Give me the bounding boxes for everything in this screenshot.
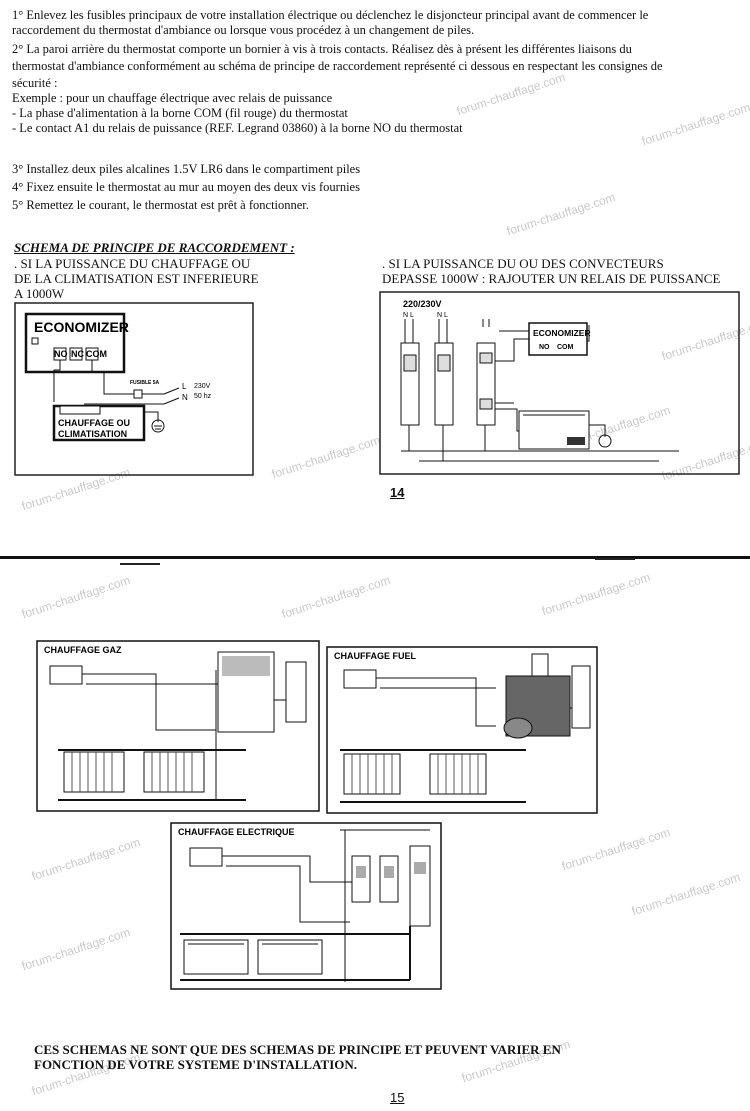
wiring-diagram-over-1000w: 220/230V N L N L ECONOMIZER NO COM bbox=[379, 291, 740, 475]
watermark: forum-chauffage.com bbox=[30, 835, 142, 884]
instructions: 1° Enlevez les fusibles principaux de vo… bbox=[12, 8, 663, 136]
watermark: forum-chauffage.com bbox=[560, 825, 672, 874]
watermark: forum-chauffage.com bbox=[20, 925, 132, 974]
ground-icon bbox=[598, 434, 612, 448]
page-separator-detail bbox=[120, 563, 160, 565]
diagram-chauffage-electrique: CHAUFFAGE ELECTRIQUE bbox=[170, 822, 442, 990]
svg-text:CHAUFFAGE GAZ: CHAUFFAGE GAZ bbox=[44, 645, 122, 655]
radiator bbox=[429, 753, 487, 795]
thermostat bbox=[189, 847, 223, 867]
watermark: forum-chauffage.com bbox=[505, 190, 617, 239]
convector bbox=[257, 939, 323, 975]
svg-text:CHAUFFAGE ELECTRIQUE: CHAUFFAGE ELECTRIQUE bbox=[178, 827, 295, 837]
watermark: forum-chauffage.com bbox=[20, 573, 132, 622]
convector bbox=[183, 939, 249, 975]
watermark: forum-chauffage.com bbox=[280, 573, 392, 622]
breaker-1 bbox=[351, 855, 371, 903]
power-relay bbox=[409, 845, 431, 927]
instruction-line: - Le contact A1 du relais de puissance (… bbox=[12, 121, 463, 135]
ground-icon bbox=[151, 419, 165, 433]
page-separator-detail bbox=[595, 558, 635, 560]
instruction-line: raccordement du thermostat d'ambiance ou… bbox=[12, 23, 475, 37]
svg-text:COM: COM bbox=[86, 349, 107, 359]
svg-text:220/230V: 220/230V bbox=[403, 299, 442, 309]
thermostat bbox=[343, 669, 377, 689]
svg-text:CLIMATISATION: CLIMATISATION bbox=[58, 429, 127, 439]
step-line: 5° Remettez le courant, le thermostat es… bbox=[12, 198, 309, 212]
radiator bbox=[343, 753, 401, 795]
economizer-box bbox=[528, 322, 588, 356]
instruction-line: 2° La paroi arrière du thermostat compor… bbox=[12, 42, 632, 56]
breaker-2 bbox=[379, 855, 399, 903]
svg-text:230V: 230V bbox=[194, 383, 211, 390]
right-case-text: . SI LA PUISSANCE DU OU DES CONVECTEURS … bbox=[382, 256, 721, 286]
instruction-line: sécurité : bbox=[12, 76, 58, 90]
instruction-line: thermostat d'ambiance conformément au sc… bbox=[12, 59, 663, 73]
instruction-line: Exemple : pour un chauffage électrique a… bbox=[12, 91, 333, 105]
svg-text:CHAUFFAGE OU: CHAUFFAGE OU bbox=[58, 418, 130, 428]
watermark: forum-chauffage.com bbox=[630, 870, 742, 919]
svg-text:FUSIBLE 5A: FUSIBLE 5A bbox=[130, 380, 160, 386]
wiring-diagram-under-1000w: ECONOMIZER NO NC COM FUSIBLE 5A L N 230V… bbox=[14, 302, 254, 476]
watermark: forum-chauffage.com bbox=[540, 570, 652, 619]
chimney bbox=[531, 653, 549, 677]
economizer-label: ECONOMIZER bbox=[34, 319, 129, 335]
svg-text:NO: NO bbox=[54, 349, 68, 359]
step-line: 4° Fixez ensuite le thermostat au mur au… bbox=[12, 180, 360, 194]
svg-text:CHAUFFAGE FUEL: CHAUFFAGE FUEL bbox=[334, 651, 417, 661]
burner bbox=[503, 717, 533, 739]
page-separator bbox=[0, 556, 750, 559]
svg-text:N: N bbox=[182, 393, 188, 402]
schema-title: SCHEMA DE PRINCIPE DE RACCORDEMENT : bbox=[14, 240, 295, 255]
left-case-text: . SI LA PUISSANCE DU CHAUFFAGE OU DE LA … bbox=[14, 256, 259, 301]
svg-text:N L: N L bbox=[437, 312, 448, 319]
svg-text:50 hz: 50 hz bbox=[194, 393, 212, 400]
svg-text:NC: NC bbox=[71, 349, 84, 359]
economizer-box bbox=[24, 312, 126, 374]
thermostat bbox=[49, 665, 83, 685]
svg-text:COM: COM bbox=[557, 344, 574, 351]
diagram-chauffage-fuel: CHAUFFAGE FUEL bbox=[326, 646, 598, 814]
diagram-chauffage-gaz: CHAUFFAGE GAZ bbox=[36, 640, 320, 812]
disclaimer-note: CES SCHEMAS NE SONT QUE DES SCHEMAS DE P… bbox=[34, 1042, 561, 1072]
breaker bbox=[571, 665, 591, 729]
instruction-line: 1° Enlevez les fusibles principaux de vo… bbox=[12, 8, 649, 22]
radiator bbox=[63, 751, 125, 793]
radiator bbox=[143, 751, 205, 793]
svg-text:L: L bbox=[182, 382, 187, 391]
instruction-line: - La phase d'alimentation à la borne COM… bbox=[12, 106, 348, 120]
svg-text:ECONOMIZER: ECONOMIZER bbox=[533, 328, 591, 338]
watermark: forum-chauffage.com bbox=[270, 433, 382, 482]
breaker bbox=[285, 661, 307, 723]
svg-text:NO: NO bbox=[539, 344, 550, 351]
step-line: 3° Installez deux piles alcalines 1.5V L… bbox=[12, 162, 361, 176]
page-number-14: 14 bbox=[390, 485, 405, 500]
page-number-15: 15 bbox=[390, 1090, 405, 1105]
svg-text:N L: N L bbox=[403, 312, 414, 319]
steps: 3° Installez deux piles alcalines 1.5V L… bbox=[12, 160, 360, 214]
